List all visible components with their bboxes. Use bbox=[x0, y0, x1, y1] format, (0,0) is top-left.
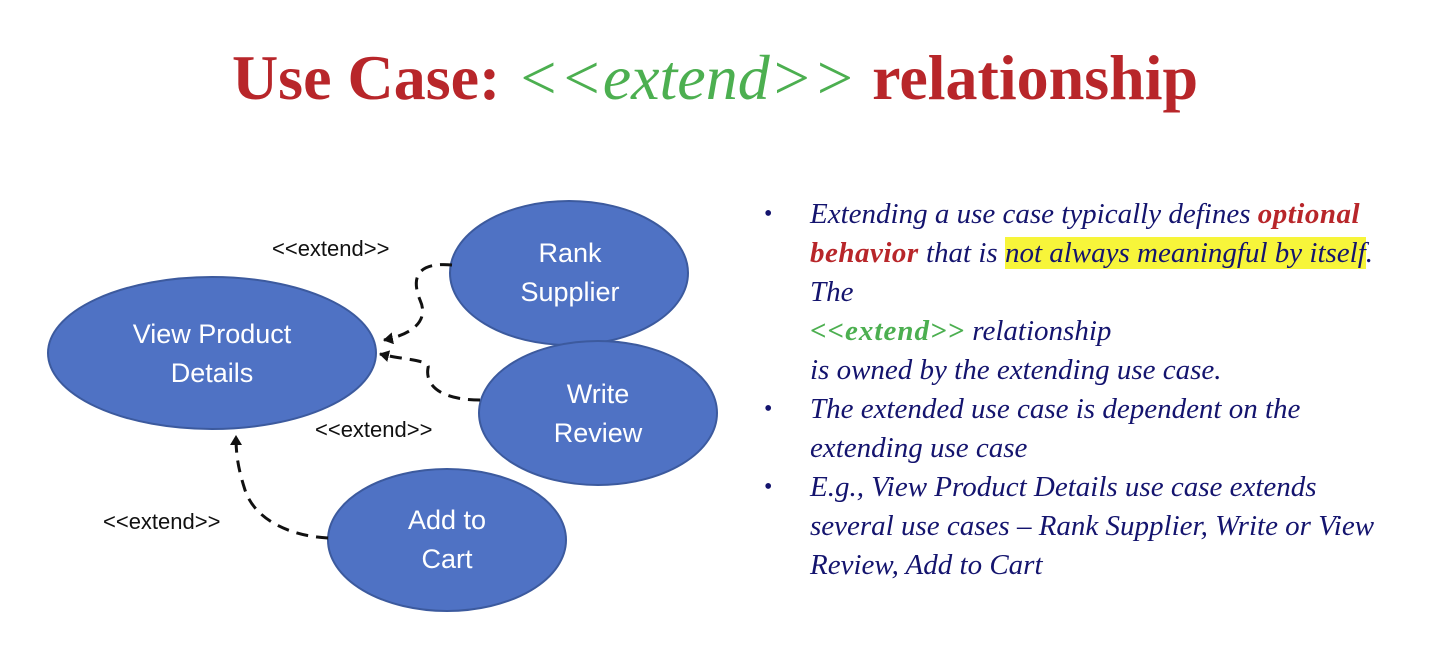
use-case-write-review[interactable] bbox=[478, 340, 718, 486]
note-item-2: • The extended use case is dependent on … bbox=[760, 390, 1400, 468]
bullet-icon: • bbox=[764, 201, 773, 227]
note-1-optional-behavior: optional behavior bbox=[810, 198, 1361, 269]
title-suffix: relationship bbox=[856, 42, 1199, 113]
note-1-highlight: not always meaningful by itself bbox=[1004, 237, 1366, 269]
use-case-view-product-details[interactable] bbox=[47, 276, 377, 430]
extend-connector-write-review bbox=[379, 350, 481, 402]
extend-label-write-review: <<extend>> bbox=[315, 417, 433, 442]
extend-label-add-to-cart: <<extend>> bbox=[103, 509, 221, 534]
add-to-cart-line-1: Add to bbox=[407, 505, 487, 535]
note-2-text: The extended use case is dependent on th… bbox=[810, 393, 1301, 464]
use-case-label-view-product-details: View Product Details bbox=[82, 315, 342, 393]
notes-list: • Extending a use case typically defines… bbox=[760, 195, 1400, 585]
note-3-text: E.g., View Product Details use case exte… bbox=[810, 471, 1375, 581]
rank-supplier-line-1: Rank bbox=[538, 238, 602, 268]
write-review-line-1: Write bbox=[566, 379, 630, 409]
bullet-icon: • bbox=[764, 396, 773, 422]
view-product-details-line-1: View Product bbox=[132, 319, 292, 349]
slide-title: Use Case: <<extend>> relationship bbox=[0, 38, 1430, 118]
write-review-line-2: Review bbox=[553, 418, 643, 448]
bullet-icon: • bbox=[764, 474, 773, 500]
note-item-3: • E.g., View Product Details use case ex… bbox=[760, 468, 1400, 585]
use-case-label-write-review: Write Review bbox=[508, 375, 688, 453]
view-product-details-line-2: Details bbox=[170, 358, 254, 388]
note-1-text-e: is owned by the extending use case. bbox=[810, 354, 1222, 386]
note-item-1: • Extending a use case typically defines… bbox=[760, 195, 1400, 390]
extend-connector-rank-supplier bbox=[383, 263, 453, 345]
use-case-label-rank-supplier: Rank Supplier bbox=[480, 234, 660, 312]
rank-supplier-line-2: Supplier bbox=[520, 277, 620, 307]
note-1-text-a: Extending a use case typically defines bbox=[810, 198, 1258, 230]
title-prefix: Use Case: bbox=[231, 42, 517, 113]
extend-connector-add-to-cart bbox=[230, 435, 329, 540]
note-1-extend-keyword: <<extend>> bbox=[810, 315, 966, 347]
title-keyword: <<extend>> bbox=[516, 42, 857, 113]
note-1-text-c: . The bbox=[810, 237, 1374, 308]
extend-label-rank-supplier: <<extend>> bbox=[272, 236, 390, 261]
note-1-text-d: relationship bbox=[965, 315, 1112, 347]
use-case-label-add-to-cart: Add to Cart bbox=[357, 501, 537, 579]
note-1-text-b: that is bbox=[918, 237, 1005, 269]
add-to-cart-line-2: Cart bbox=[421, 544, 473, 574]
use-case-add-to-cart[interactable] bbox=[327, 468, 567, 612]
